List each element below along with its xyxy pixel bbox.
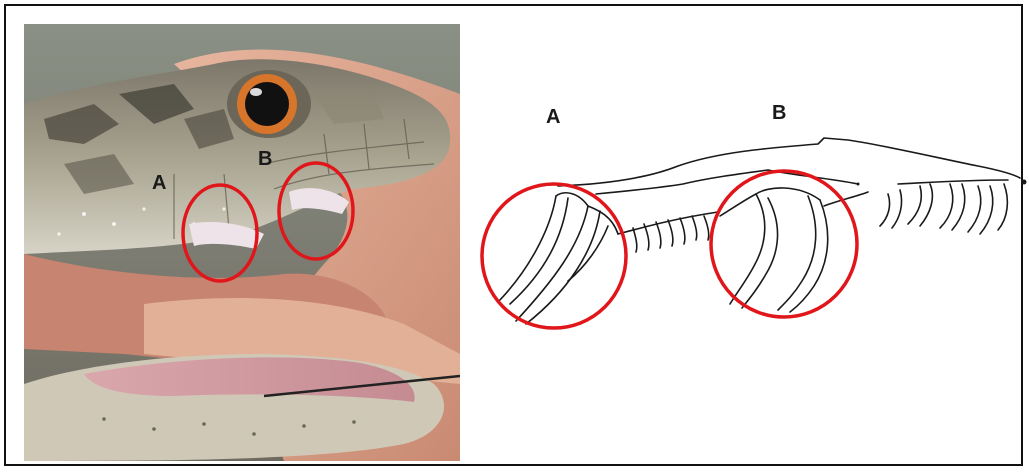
drawing-label-b: B xyxy=(772,102,786,125)
snake-head-photo xyxy=(24,24,460,461)
drawing-label-a: A xyxy=(546,106,560,129)
photo-label-b: B xyxy=(258,148,272,171)
photo-label-a: A xyxy=(152,172,166,195)
figure-frame: A B xyxy=(4,4,1023,466)
fang-circle-b-drawing xyxy=(711,171,857,317)
